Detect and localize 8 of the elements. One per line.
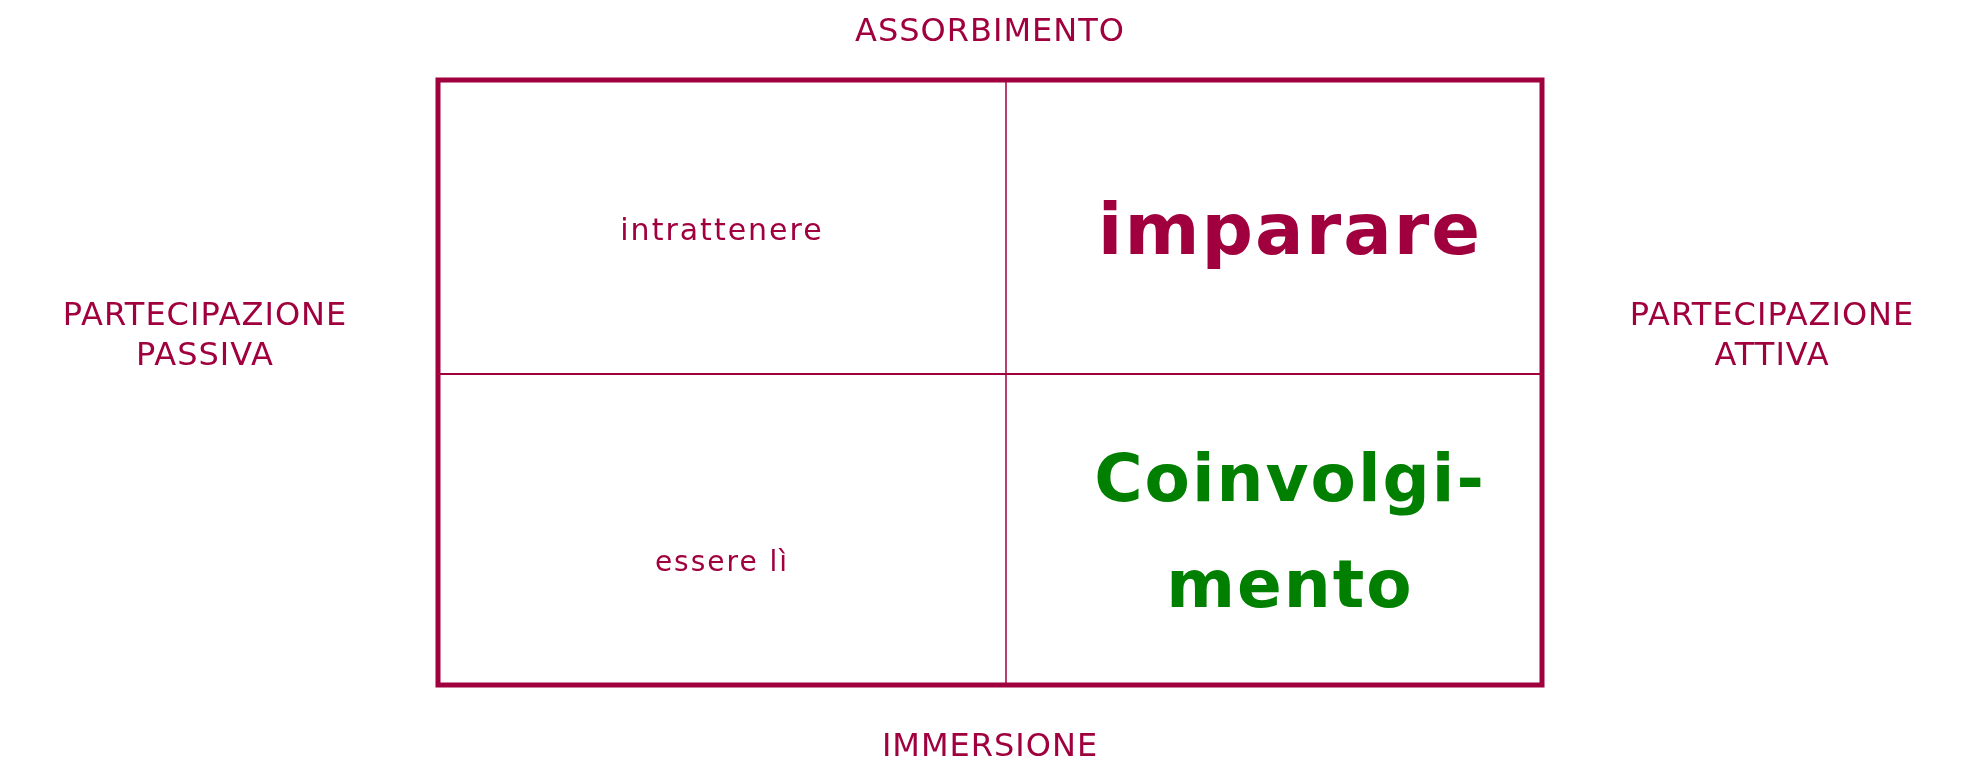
axis-label: PARTECIPAZIONE PASSIVA	[61, 294, 349, 374]
quadrant-label: essere lì	[654, 539, 790, 585]
axis-label: ASSORBIMENTO	[854, 10, 1126, 50]
axis-label: IMMERSIONE	[880, 725, 1100, 765]
quadrant-label: Coinvolgi-mento	[1080, 426, 1500, 638]
quadrant-label: intrattenere	[620, 206, 824, 254]
quadrant-label: imparare	[1097, 172, 1483, 288]
axis-label: PARTECIPAZIONE ATTIVA	[1628, 294, 1916, 374]
